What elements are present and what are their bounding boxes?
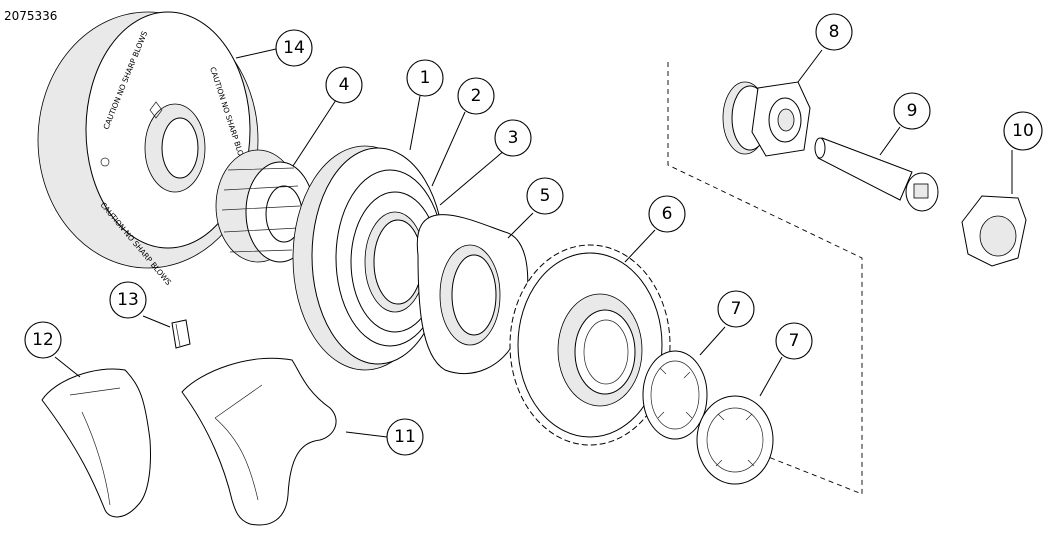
callout-3: 3	[494, 119, 532, 157]
part-7-cover-plate	[696, 395, 774, 485]
callout-6: 6	[648, 195, 686, 233]
callout-7: 7	[775, 322, 813, 360]
callout-11: 11	[386, 418, 424, 456]
callout-label: 13	[117, 290, 139, 310]
callout-label: 5	[540, 186, 551, 206]
callout-8: 8	[815, 13, 853, 51]
part-13-clip	[171, 319, 191, 349]
callout-2: 2	[457, 77, 495, 115]
leader-lines	[54, 48, 1013, 438]
callout-13: 13	[109, 281, 147, 319]
part-3-bearing	[350, 191, 440, 333]
part-8-hex-fitting	[722, 81, 811, 157]
callout-5: 5	[526, 177, 564, 215]
callout-label: 8	[829, 22, 840, 42]
callout-label: 7	[731, 299, 742, 319]
callout-9: 9	[893, 92, 931, 130]
callout-10: 10	[1003, 111, 1043, 151]
callout-label: 12	[32, 330, 54, 350]
callout-label: 1	[420, 68, 431, 88]
callout-label: 14	[283, 38, 305, 58]
assembly-boundary	[667, 62, 863, 495]
part-5-splined-carrier	[416, 214, 529, 375]
callout-label: 11	[394, 427, 416, 447]
part-14-installer-tool: CAUTION NO SHARP BLOWS CAUTION NO SHARP …	[37, 11, 259, 287]
part-7-cover-plate	[642, 350, 708, 440]
part-6-sprocket	[509, 244, 671, 446]
part-9-bolt	[814, 137, 939, 212]
figure-id: 2075336	[4, 9, 58, 23]
callout-label: 4	[339, 75, 350, 95]
part-10-cap	[961, 195, 1027, 267]
callout-4: 4	[325, 66, 363, 104]
callout-label: 6	[662, 204, 673, 224]
part-12-block	[41, 368, 151, 518]
callout-label: 3	[508, 128, 519, 148]
callout-label: 9	[907, 101, 918, 121]
callout-14: 14	[275, 29, 313, 67]
callout-label: 7	[789, 331, 800, 351]
callout-7: 7	[717, 290, 755, 328]
part-11-wedge-block	[181, 357, 337, 526]
callout-label: 2	[471, 86, 482, 106]
callout-label: 10	[1012, 121, 1034, 141]
callout-1: 1	[406, 59, 444, 97]
callout-12: 12	[24, 321, 62, 359]
